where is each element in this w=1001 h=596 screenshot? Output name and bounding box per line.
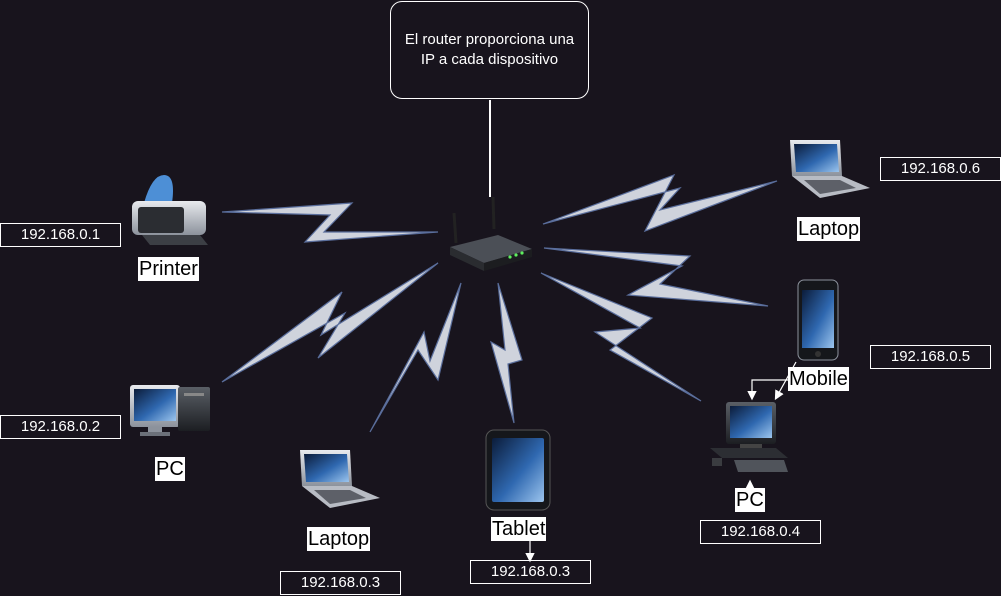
mobile-phone-icon: [797, 279, 839, 361]
wireless-links: [221, 173, 778, 433]
link-laptop-top: [542, 173, 778, 233]
link-pc-left: [221, 262, 439, 383]
laptop-icon: [790, 140, 870, 198]
ip-box-laptop-top: 192.168.0.6: [880, 157, 1001, 181]
label-laptop-top: Laptop: [797, 217, 861, 241]
link-pc-right: [540, 272, 702, 402]
link-tablet: [490, 282, 523, 424]
router-note: El router proporciona una IP a cada disp…: [390, 1, 589, 99]
desktop-pc-icon: [710, 402, 788, 472]
link-laptop-bottom: [369, 282, 462, 433]
ip-box-pc-left: 192.168.0.2: [0, 415, 121, 439]
wireless-router-icon: [450, 196, 532, 271]
ip-box-laptop-bottom: 192.168.0.3: [280, 571, 401, 595]
label-laptop-bottom: Laptop: [307, 527, 371, 551]
tablet-icon: [485, 429, 551, 511]
ip-box-pc-right: 192.168.0.4: [700, 520, 821, 544]
label-mobile: Mobile: [788, 367, 849, 391]
ip-box-tablet: 192.168.0.3: [470, 560, 591, 584]
ip-box-printer: 192.168.0.1: [0, 223, 121, 247]
router-note-text: El router proporciona una IP a cada disp…: [404, 31, 575, 68]
ip-box-mobile: 192.168.0.5: [870, 345, 991, 369]
label-printer: Printer: [138, 257, 199, 281]
label-pc-right: PC: [735, 488, 765, 512]
link-mobile: [543, 247, 769, 307]
label-tablet: Tablet: [491, 517, 547, 541]
desktop-pc-icon: [130, 385, 210, 436]
link-printer: [221, 202, 439, 243]
label-pc-left: PC: [155, 457, 185, 481]
printer-icon: [132, 175, 208, 245]
laptop-icon: [300, 450, 380, 508]
